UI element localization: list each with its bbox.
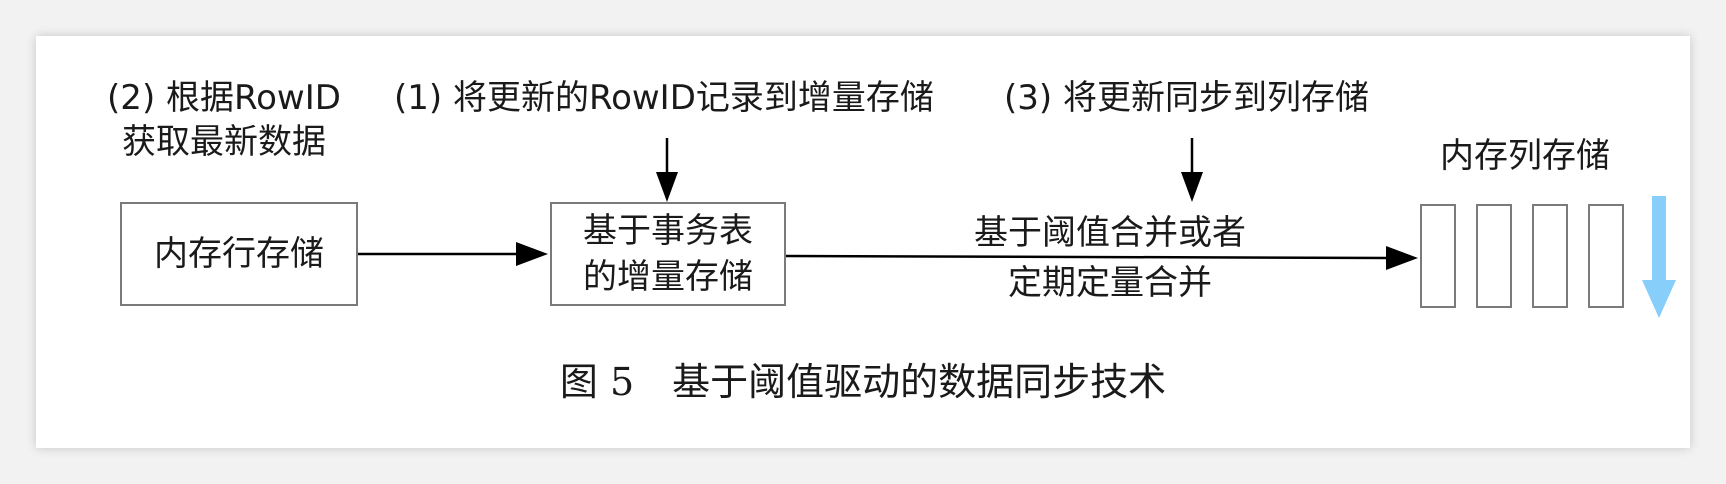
step2-label: (2) 根据RowID 获取最新数据 <box>96 76 352 164</box>
step2-line1: (2) 根据RowID <box>107 78 341 118</box>
delta-store-line1: 基于事务表 <box>583 211 753 251</box>
arrow-right-icon <box>358 242 548 266</box>
merge-line2: 定期定量合并 <box>1008 263 1212 303</box>
column-store-label: 内存列存储 <box>1440 136 1610 176</box>
arrow-down-icon <box>656 138 678 202</box>
figure-caption: 图 5 基于阈值驱动的数据同步技术 <box>559 360 1167 404</box>
row-store-box: 内存行存储 <box>120 202 358 306</box>
merge-line1: 基于阈值合并或者 <box>974 213 1246 253</box>
merge-label: 基于阈值合并或者 定期定量合并 <box>960 208 1260 308</box>
row-store-label: 内存行存储 <box>154 234 324 274</box>
step1-label: (1) 将更新的RowID记录到增量存储 <box>394 78 934 118</box>
arrow-right-icon <box>785 246 1418 270</box>
step3-label: (3) 将更新同步到列存储 <box>1004 78 1369 118</box>
arrow-down-icon <box>1181 138 1203 202</box>
column-store-col-1 <box>1420 204 1456 308</box>
column-store-col-3 <box>1532 204 1568 308</box>
step2-line2: 获取最新数据 <box>122 122 326 162</box>
column-store-col-2 <box>1476 204 1512 308</box>
delta-store-box: 基于事务表 的增量存储 <box>550 202 786 306</box>
delta-store-line2: 的增量存储 <box>583 257 753 297</box>
column-direction-arrow-icon <box>1642 196 1676 318</box>
column-store-col-4 <box>1588 204 1624 308</box>
